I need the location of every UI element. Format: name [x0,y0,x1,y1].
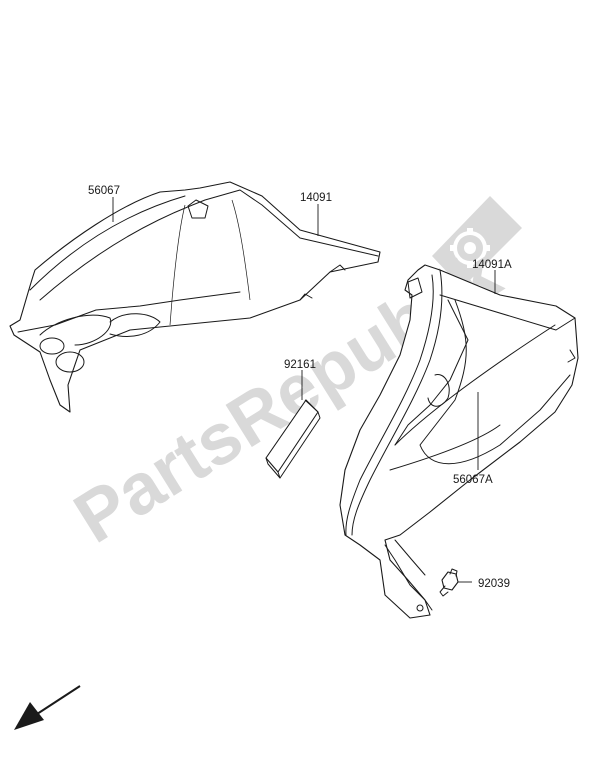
part-label-92161: 92161 [284,359,316,371]
part-labels: 56067 14091 14091A 92161 56067A 92039 [88,185,512,590]
part-label-56067A: 56067A [453,474,493,486]
inner-cover-left [9,181,381,413]
side-cover-right [339,264,579,619]
part-label-14091: 14091 [300,192,332,204]
leader-lines [112,197,496,583]
arrow-down-left-icon [14,685,81,730]
part-label-92039: 92039 [478,578,510,590]
gear-icon [432,196,522,288]
part-label-56067: 56067 [88,185,120,197]
clip-92039 [439,568,459,597]
part-label-14091A: 14091A [472,259,512,271]
